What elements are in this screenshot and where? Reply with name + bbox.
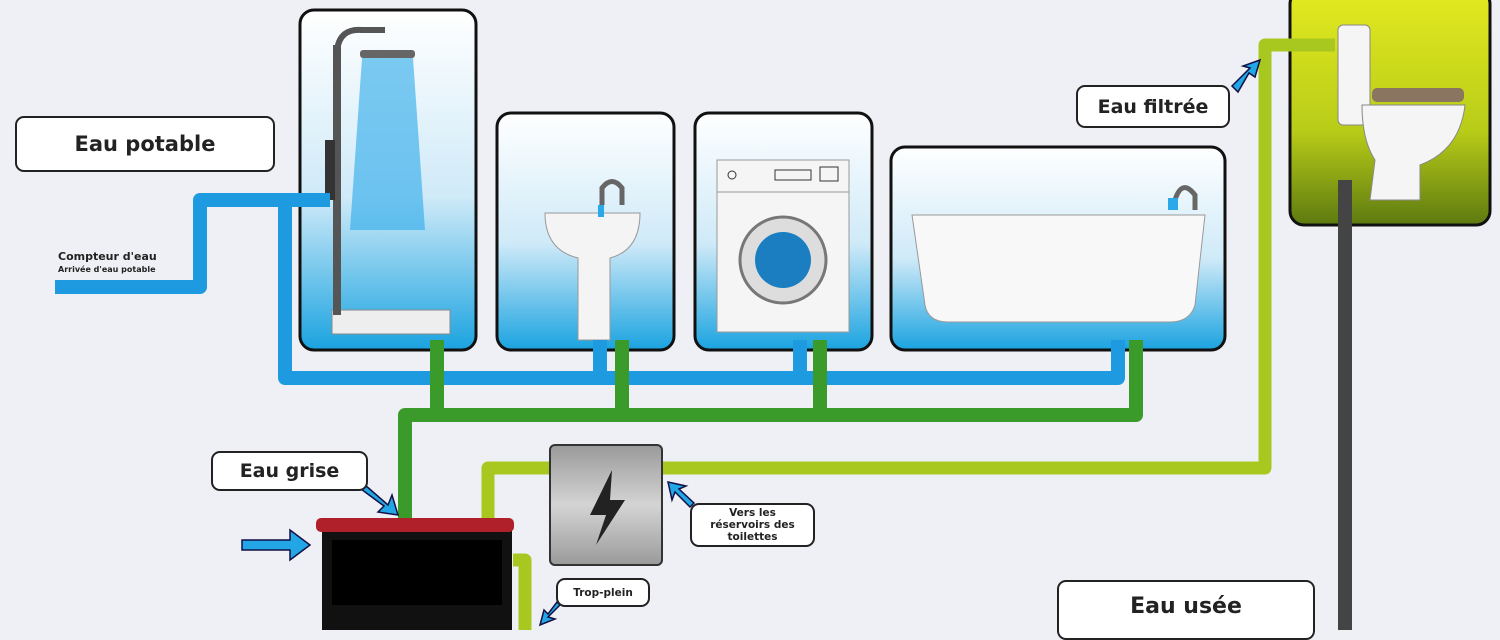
potable-water-pipe bbox=[55, 193, 1125, 385]
label-text: Eau grise bbox=[239, 460, 340, 482]
label-trop-plein: Trop-plein bbox=[556, 578, 650, 607]
label-compteur: Compteur d'eau bbox=[58, 250, 157, 263]
label-vers-reservoirs: Vers les réservoirs des toilettes bbox=[690, 503, 815, 547]
lightning-icon bbox=[590, 470, 625, 545]
bathtub-icon bbox=[911, 185, 1206, 323]
label-text: Eau usée bbox=[1130, 594, 1242, 619]
filtered-water-pipe bbox=[481, 38, 1335, 630]
shower-icon bbox=[325, 26, 451, 335]
label-text: Eau potable bbox=[74, 132, 216, 156]
label-eau-potable: Eau potable bbox=[15, 116, 275, 172]
label-eau-filtree: Eau filtrée bbox=[1076, 85, 1230, 128]
toilet-icon bbox=[1337, 24, 1466, 201]
grey-water-pipe bbox=[398, 340, 1143, 520]
label-text: Eau filtrée bbox=[1097, 95, 1209, 118]
label-text: Vers les réservoirs des toilettes bbox=[710, 507, 795, 543]
label-eau-usee: Eau usée bbox=[1057, 580, 1315, 640]
label-text: Trop-plein bbox=[573, 586, 633, 599]
label-arrivee: Arrivée d'eau potable bbox=[58, 265, 156, 274]
water-tank-icon bbox=[316, 518, 514, 630]
arrow-icon bbox=[241, 58, 1262, 627]
pump-box bbox=[549, 444, 663, 566]
washing-machine-icon bbox=[716, 159, 850, 333]
label-eau-grise: Eau grise bbox=[211, 451, 368, 491]
